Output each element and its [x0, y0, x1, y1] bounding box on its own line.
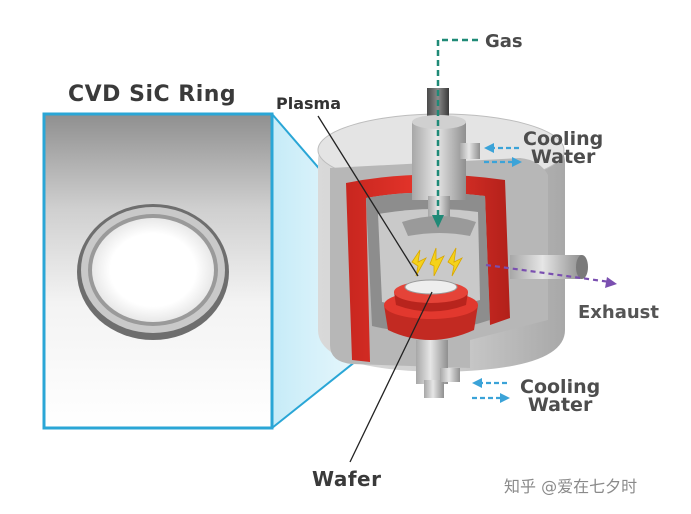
- watermark: 知乎 @爱在七夕时: [504, 477, 638, 496]
- gas-flow-arrow: [432, 38, 478, 228]
- exhaust-label: Exhaust: [578, 302, 659, 323]
- cooling-water-label-top: Cooling Water: [523, 128, 604, 168]
- cooling-water-arrows-top: [484, 143, 522, 167]
- wafer-label: Wafer: [312, 467, 382, 491]
- plasma-discharge: [411, 247, 463, 277]
- water-word: Water: [527, 394, 593, 416]
- cooling-word: Cooling: [520, 376, 601, 398]
- water-word: Water: [530, 146, 596, 168]
- heater-coil: [346, 174, 510, 362]
- wafer-stage: [384, 279, 478, 340]
- wafer-leader-line: [349, 291, 433, 463]
- cooling-word: Cooling: [523, 128, 604, 150]
- exhaust-flow-arrow: [485, 263, 617, 288]
- cvd-sic-ring-photo: [42, 112, 274, 430]
- bottom-cooling-pipe: [416, 340, 460, 398]
- wafer-disk: [404, 279, 458, 295]
- cooling-water-label-bottom: Cooling Water: [520, 376, 601, 416]
- plasma-leader-line: [317, 115, 419, 277]
- reactor-chamber: [317, 113, 565, 372]
- cooling-water-arrows-bottom: [472, 378, 510, 403]
- plasma-label: Plasma: [276, 94, 341, 113]
- gas-label: Gas: [485, 31, 523, 52]
- exhaust-pipe: [510, 255, 588, 279]
- diagram-title: CVD SiC Ring: [68, 82, 237, 107]
